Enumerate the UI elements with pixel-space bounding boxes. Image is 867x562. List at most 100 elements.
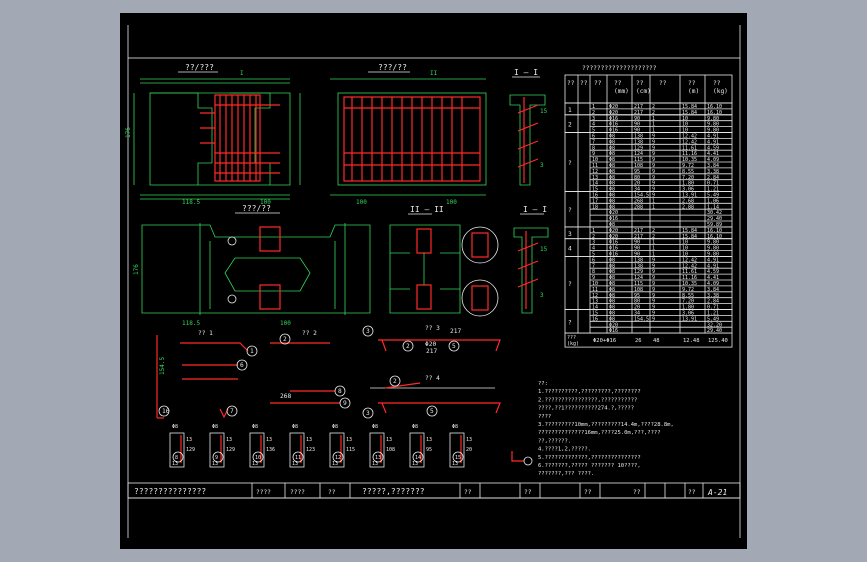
table-cell: 1.80 — [682, 305, 694, 311]
table-cell: 12.42 — [682, 139, 697, 145]
table-cell: Φ8 — [609, 139, 615, 145]
svg-text:108: 108 — [386, 447, 395, 453]
table-cell: 138 — [634, 139, 643, 145]
svg-text:3: 3 — [540, 162, 544, 169]
table-cell: 9 — [652, 311, 655, 317]
table-cell: 9.72 — [682, 287, 694, 293]
table-cell: 9.80 — [707, 122, 719, 128]
drawing-sheet: ??/??? I 176 118.5 100 ???/?? II — [120, 13, 747, 549]
table-cell: 20 — [634, 305, 640, 311]
table-cell: 16 — [592, 316, 598, 322]
table-cell: Φ8 — [609, 311, 615, 317]
svg-text:Φ8: Φ8 — [452, 424, 458, 430]
svg-text:13: 13 — [452, 461, 458, 467]
table-cell: 4.41 — [707, 275, 719, 281]
table-cell: 10 — [682, 128, 688, 134]
table-cell: 9 — [652, 181, 655, 187]
table-cell: 13 — [592, 299, 598, 305]
table-cell: 154.5 — [634, 193, 649, 199]
table-cell: 17 — [592, 198, 598, 204]
table-total-cell: 125.40 — [708, 338, 728, 344]
table-total-cell: Φ20+Φ16 — [593, 338, 616, 344]
table-cell: 1.14 — [707, 204, 719, 210]
table-cell: 9 — [652, 305, 655, 311]
table-cell: 0.71 — [707, 181, 719, 187]
table-cell: Φ8 — [609, 222, 615, 228]
table-cell: 32.20 — [707, 322, 722, 328]
table-cell: Φ8 — [609, 193, 615, 199]
table-cell: 5 — [592, 128, 595, 134]
table-cell: 9 — [652, 151, 655, 157]
table-cell: 16 — [592, 193, 598, 199]
table-cell: 4.09 — [707, 157, 719, 163]
svg-text:13: 13 — [412, 461, 418, 467]
table-cell: 16.10 — [707, 110, 722, 116]
svg-text:15: 15 — [540, 246, 548, 253]
table-cell: 9 — [652, 187, 655, 193]
table-cell: Φ8 — [609, 305, 615, 311]
table-cell: 9.80 — [707, 116, 719, 122]
table-cell: 10 — [592, 281, 598, 287]
svg-text:100: 100 — [280, 320, 291, 327]
table-cell: 15 — [592, 311, 598, 317]
table-cell: 15.84 — [682, 104, 697, 110]
table-cell: 9 — [652, 269, 655, 275]
table-header-cell: ?? — [580, 80, 588, 87]
plan-a-title: ??/??? — [185, 63, 214, 72]
table-cell: Φ16 — [609, 252, 618, 258]
note-line: 5.?????????????,??????????????? — [538, 455, 641, 461]
svg-text:118.5: 118.5 — [182, 320, 200, 327]
svg-text:3: 3 — [366, 410, 370, 417]
table-cell: 217 — [634, 228, 643, 234]
table-header-cell: ?? — [567, 80, 575, 87]
table-cell: Φ8 — [609, 157, 615, 163]
svg-text:13: 13 — [252, 461, 258, 467]
table-group-label: ? — [568, 319, 572, 326]
table-cell: 10.35 — [682, 157, 697, 163]
table-cell: 154.5 — [634, 316, 649, 322]
table-cell: 6 — [592, 257, 595, 263]
table-header-cell: ?? — [614, 80, 622, 87]
svg-text:13: 13 — [226, 437, 232, 443]
table-cell: 9 — [652, 193, 655, 199]
table-cell: 5.49 — [707, 316, 719, 322]
table-cell: Φ8 — [609, 163, 615, 169]
table-group-label: 1 — [568, 107, 572, 114]
table-cell: 4.91 — [707, 263, 719, 269]
table-cell: 138 — [634, 134, 643, 140]
stirrup-details: Φ813131298Φ813131299Φ8131313610Φ81313123… — [169, 424, 533, 468]
note-line: ????,??1??????????274.?,????? — [538, 406, 634, 412]
svg-text:10: 10 — [255, 455, 261, 461]
plan-view-b: ???/?? II 100 100 — [330, 63, 487, 206]
side-view-title: ???/?? — [242, 204, 271, 213]
table-cell: 16.10 — [707, 104, 722, 110]
svg-text:13: 13 — [466, 437, 472, 443]
table-cell: 90 — [634, 246, 640, 252]
table-cell: 13 — [592, 175, 598, 181]
svg-text:95: 95 — [426, 447, 432, 453]
table-cell: 138 — [634, 263, 643, 269]
table-group-label: ? — [568, 207, 572, 214]
table-cell: 10.35 — [682, 281, 697, 287]
svg-text:Φ8: Φ8 — [412, 424, 418, 430]
table-cell: 9 — [652, 293, 655, 299]
table-cell: 9 — [652, 169, 655, 175]
table-cell: 2 — [652, 104, 655, 110]
table-cell: 9 — [652, 299, 655, 305]
table-cell: Φ16 — [609, 128, 618, 134]
table-cell: 11.61 — [682, 145, 697, 151]
table-cell: 5.49 — [707, 193, 719, 199]
svg-text:8: 8 — [338, 388, 342, 395]
table-cell: 4 — [592, 122, 595, 128]
table-cell: 268 — [634, 198, 643, 204]
table-cell: 3 — [592, 240, 595, 246]
table-cell: 2.88 — [682, 204, 694, 210]
svg-text:20: 20 — [466, 447, 472, 453]
table-cell: 1 — [592, 228, 595, 234]
table-cell: 7 — [592, 263, 595, 269]
table-total-cell: 26 — [635, 338, 642, 344]
table-cell: 1 — [652, 116, 655, 122]
svg-text:Φ8: Φ8 — [212, 424, 218, 430]
svg-text:100: 100 — [446, 199, 457, 206]
svg-text:13: 13 — [372, 461, 378, 467]
